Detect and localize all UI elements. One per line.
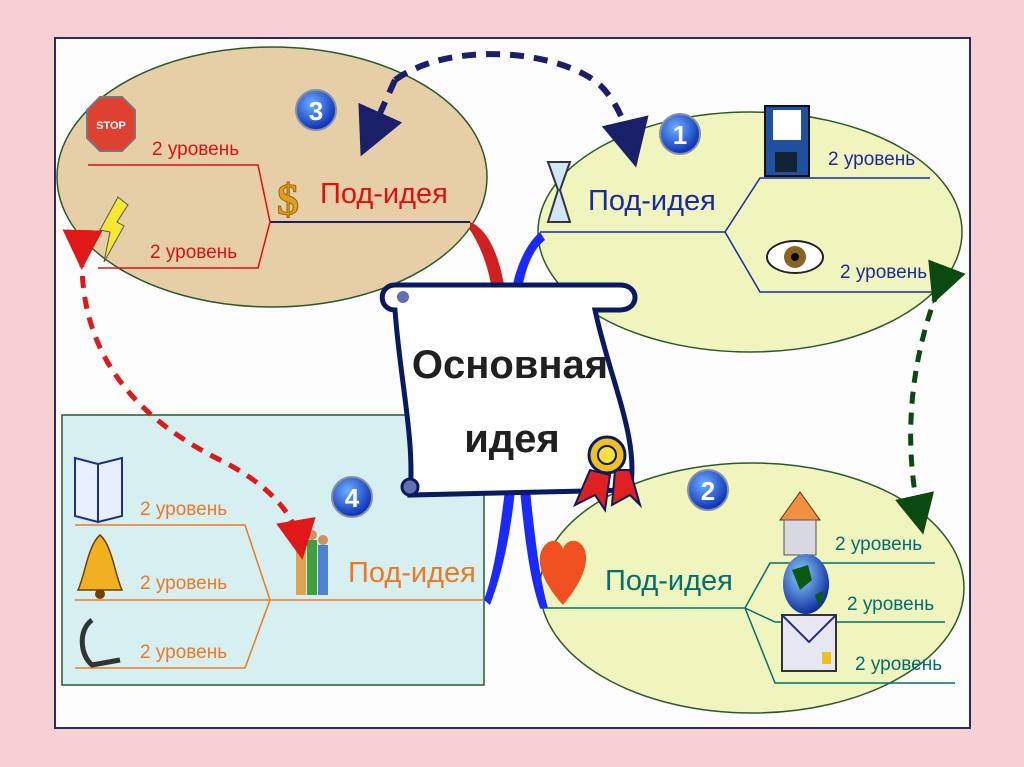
house-icon (779, 491, 821, 556)
eye-icon (766, 240, 824, 274)
dashed-arrow-3-4 (62, 229, 316, 560)
hourglass-icon (546, 161, 572, 223)
connector-1 (512, 232, 545, 290)
badge-2-number: 2 (701, 476, 715, 506)
badge-3 (295, 89, 337, 131)
badge-4-number: 4 (345, 483, 360, 513)
idea-1-title: Под-идея (588, 185, 716, 217)
envelope-icon (781, 614, 837, 672)
connector-3 (470, 222, 505, 290)
idea-4-branch-1: 2 уровень (140, 499, 227, 520)
stop-sign-icon: STOP (86, 96, 136, 152)
badge-3-number: 3 (309, 96, 323, 126)
badge-4 (331, 476, 373, 518)
idea-3-branch-2: 2 уровень (150, 242, 237, 263)
idea-1-branch-1: 2 уровень (828, 149, 915, 170)
connector-4 (484, 490, 515, 605)
idea-4-branch-2: 2 уровень (140, 573, 227, 594)
globe-icon (783, 554, 829, 614)
book-icon (74, 456, 123, 524)
idea-1-branches (540, 177, 940, 293)
idea-2-branch-2: 2 уровень (847, 594, 934, 615)
idea-2-branch-1: 2 уровень (835, 534, 922, 555)
connector-2 (520, 490, 548, 608)
award-ribbon-icon (573, 435, 643, 513)
badge-1-number: 1 (673, 120, 687, 150)
idea-3-branch-1: 2 уровень (152, 139, 239, 160)
idea-3-group: 3 Под-идея 2 уровень 2 уровень STOP $ (56, 46, 488, 308)
idea-2-group: 2 Под-идея 2 уровень 2 уровень 2 уровень (539, 462, 965, 714)
dashed-arrow-3-end (358, 78, 403, 157)
dollar-icon: $ (277, 175, 299, 224)
badge-2 (687, 469, 729, 511)
telephone-icon (79, 617, 121, 668)
idea-4-branch-3: 2 уровень (140, 642, 227, 663)
heart-icon (539, 540, 587, 605)
dashed-arrow-1-2 (895, 259, 966, 535)
idea-4-title: Под-идея (348, 557, 476, 589)
svg-text:STOP: STOP (96, 120, 126, 132)
idea-1-group: 1 Под-идея 2 уровень 2 уровень (537, 105, 963, 353)
floppy-disk-icon (764, 105, 810, 177)
central-idea-line-2: идея (464, 417, 560, 461)
idea-2-branch-3: 2 уровень (855, 654, 942, 675)
dashed-arrow-1-3 (393, 51, 649, 168)
idea-2-branches (540, 562, 955, 684)
central-idea-line-1: Основная (412, 343, 608, 387)
idea-3-title: Под-идея (320, 178, 448, 210)
badge-1 (659, 113, 701, 155)
idea-2-title: Под-идея (605, 565, 733, 597)
central-idea-scroll: Основная идея (379, 282, 638, 498)
idea-1-branch-2: 2 уровень (840, 262, 927, 283)
